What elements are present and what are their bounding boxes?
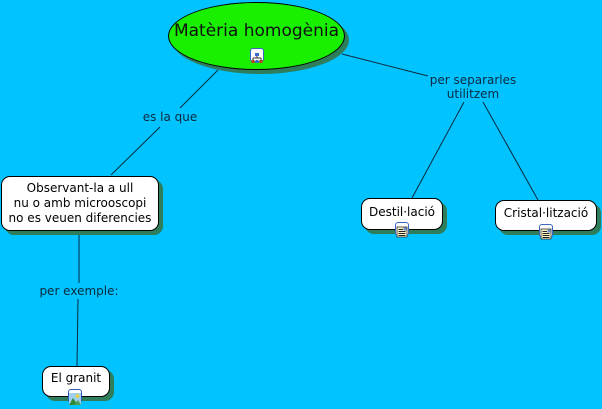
- granit-label: El granit: [50, 371, 102, 385]
- document-icon[interactable]: [395, 222, 409, 238]
- link-per-exemple-to-granit: [76, 298, 79, 367]
- hierarchy-icon[interactable]: [250, 48, 264, 63]
- link-label-per-separarles: per separarles utilitzem: [420, 73, 526, 101]
- destillacio-label: Destil·lació: [368, 204, 436, 219]
- link-main-to-es-la-que: [179, 69, 219, 109]
- link-es-la-que-to-observant: [110, 126, 161, 176]
- link-label-es-la-que: es la que: [142, 110, 198, 124]
- image-icon[interactable]: [68, 389, 82, 405]
- link-main-to-per-separarles: [341, 53, 429, 77]
- main-concept-node[interactable]: Matèria homogènia: [168, 2, 345, 70]
- observant-line3: no es veuen diferencies: [8, 211, 152, 225]
- link-label-per-separarles-line1: per separarles: [429, 73, 517, 87]
- observant-line2: nu o amb microoscopi: [13, 196, 147, 210]
- cristallitzacio-label: Cristal·lització: [503, 206, 589, 220]
- main-concept-label: Matèria homogènia: [173, 21, 340, 41]
- concept-node-observant[interactable]: Observant-la a ull nu o amb microoscopi …: [1, 176, 159, 231]
- link-label-per-separarles-line2: utilitzem: [446, 87, 500, 101]
- document-icon[interactable]: [539, 224, 553, 240]
- concept-node-cristallitzacio[interactable]: Cristal·lització: [495, 200, 597, 231]
- link-separarles-to-destillacio: [411, 101, 465, 199]
- link-label-per-exemple: per exemple:: [39, 284, 119, 298]
- observant-line1: Observant-la a ull: [26, 181, 134, 195]
- link-separarles-to-cristallitzacio: [482, 101, 539, 201]
